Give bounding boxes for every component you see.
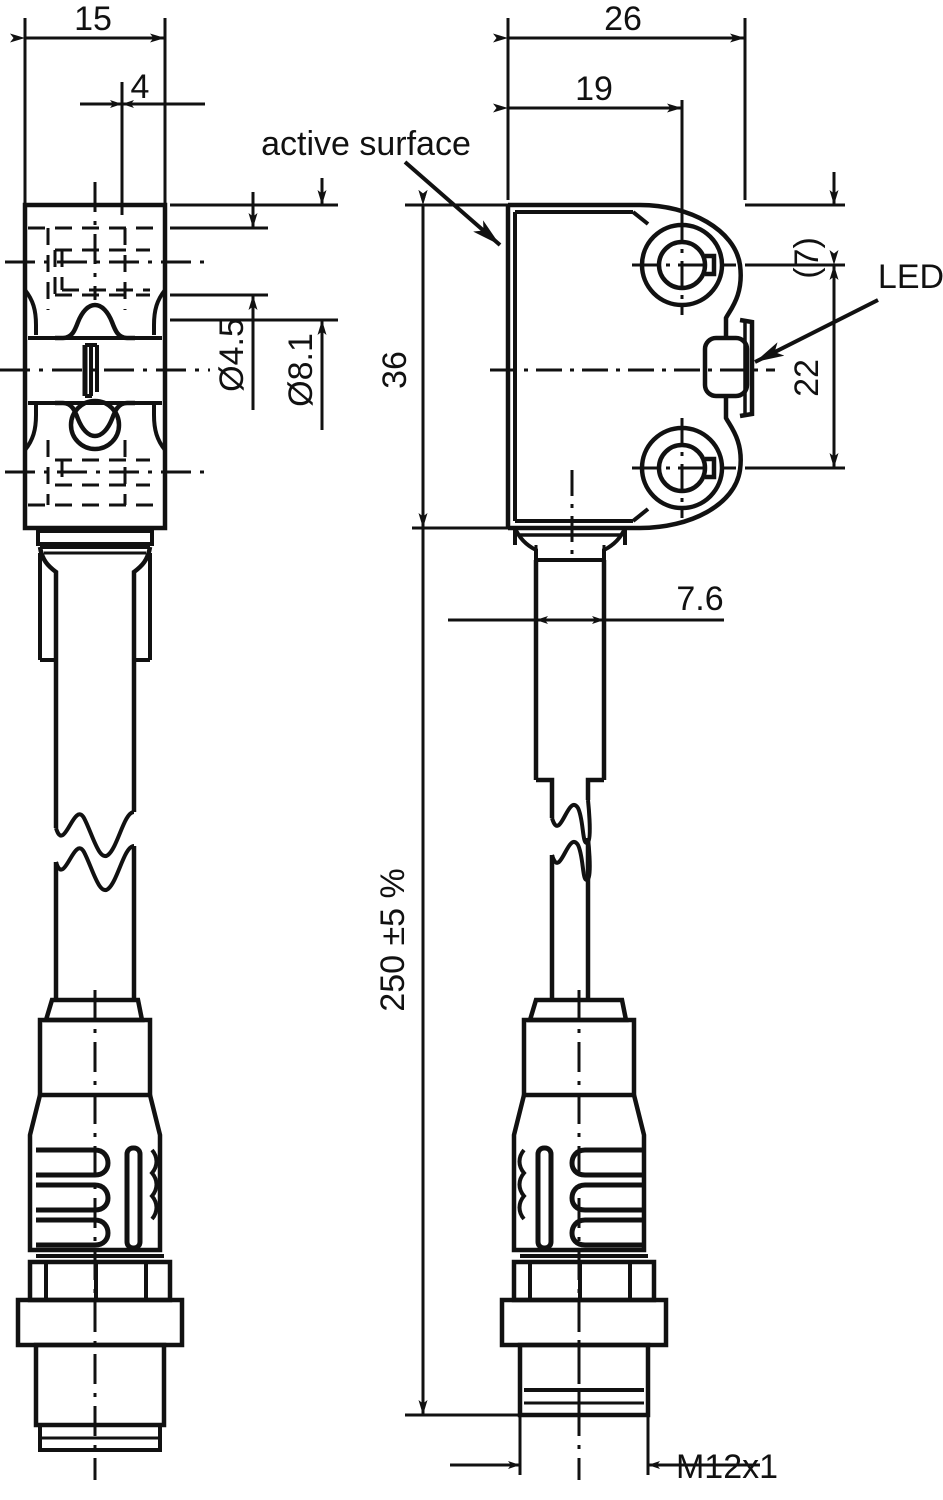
dimension-label-36: 36: [376, 351, 414, 389]
dimension-label-dia-8-1: Ø8.1: [282, 333, 320, 407]
front-view-sensor-body: [0, 182, 210, 531]
side-dimension-19: [493, 100, 684, 215]
front-dimension-dia-8-1: [170, 178, 338, 430]
side-view-m12-connector: [499, 990, 669, 1480]
front-view-cable-gland: [36, 529, 154, 790]
dimension-label-19: 19: [575, 70, 613, 108]
dimension-label-m12x1: M12x1: [676, 1448, 778, 1486]
active-surface-label: active surface: [261, 125, 471, 163]
led-label: LED: [878, 258, 943, 296]
dimension-label-15: 15: [74, 0, 112, 38]
side-dimension-m12x1: [450, 1415, 760, 1475]
dimension-label-22: 22: [788, 359, 826, 397]
side-dimension-7-6: [448, 545, 724, 624]
dimension-label-26: 26: [604, 0, 642, 38]
side-dimension-36: [412, 190, 512, 530]
dimension-label-250: 250 ±5 %: [374, 868, 412, 1011]
dimension-label-dia-4-5: Ø4.5: [213, 318, 251, 392]
dimension-label-7: (7): [788, 237, 826, 279]
dimension-label-7-6: 7.6: [676, 580, 723, 618]
front-dimension-15: [10, 18, 167, 210]
side-view-cable-gland: [513, 527, 627, 780]
front-dimension-4: [80, 82, 205, 215]
front-view-cable: [53, 790, 137, 1000]
side-view-sensor-body: [490, 202, 775, 560]
active-surface-leader: [403, 160, 502, 247]
front-view-m12-connector: [15, 990, 185, 1480]
dimension-label-4: 4: [131, 68, 150, 106]
side-dimension-250: [405, 190, 520, 1417]
side-view-cable: [536, 777, 604, 1000]
front-dimension-dia-4-5: [170, 192, 268, 410]
side-dimension-22: [745, 250, 845, 470]
led-leader: [754, 298, 879, 364]
